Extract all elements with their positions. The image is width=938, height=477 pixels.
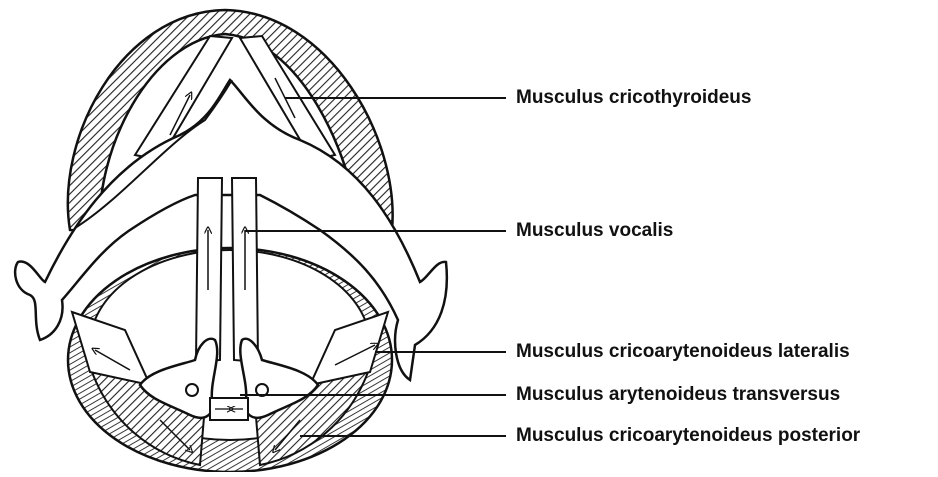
label-cricothyroideus: Musculus cricothyroideus: [516, 87, 751, 109]
label-cricoarytenoideus-lateralis: Musculus cricoarytenoideus lateralis: [516, 341, 850, 363]
vocal-fold-left: [196, 178, 222, 362]
label-cricoarytenoideus-posterior: Musculus cricoarytenoideus posterior: [516, 425, 860, 447]
label-arytenoideus-transversus: Musculus arytenoideus transversus: [516, 384, 840, 406]
label-vocalis: Musculus vocalis: [516, 220, 673, 242]
